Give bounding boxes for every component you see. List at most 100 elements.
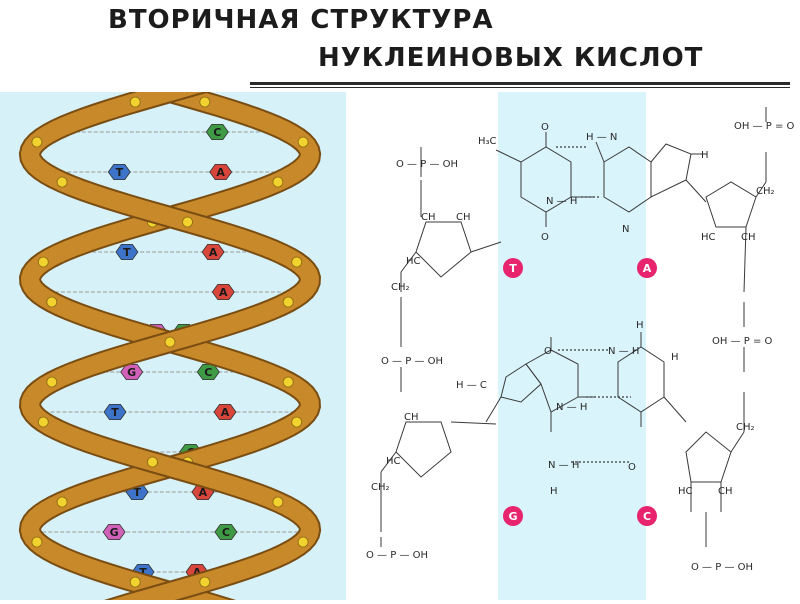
backbone-node [272, 176, 284, 188]
base-pair-structure-formula: O — P — OH O — P — OH O — P — OH OH — P … [346, 92, 800, 600]
backbone-node [282, 376, 294, 388]
sugar-ch2-left-2: CH₂ [371, 482, 390, 493]
base-letter: A [221, 406, 230, 419]
backbone-node [199, 576, 211, 588]
atom-n-adenine: N [622, 224, 629, 235]
atom-o-cytosine: O [628, 462, 636, 473]
backbone-node [272, 496, 284, 508]
backbone-node [282, 296, 294, 308]
backbone-node [297, 136, 309, 148]
atom-h-cytosine-top: H [636, 320, 644, 331]
title-line-1: ВТОРИЧНАЯ СТРУКТУРА [108, 5, 494, 35]
sugar-ch2-right-2: CH₂ [736, 422, 755, 433]
base-letter: C [213, 126, 221, 139]
backbone-node [46, 376, 58, 388]
base-hexagon [115, 243, 139, 261]
atom-nh2-guanine: N — H [548, 460, 579, 471]
backbone-node [147, 456, 158, 468]
sugar-ch-right-2: CH [718, 486, 733, 497]
phosphate-right-mid: OH — P = O [712, 336, 773, 347]
base-hexagon [214, 523, 238, 541]
base-letter: T [139, 566, 147, 579]
backbone-node [129, 576, 141, 588]
atom-o-guanine: O [544, 346, 552, 357]
backbone-node [56, 496, 68, 508]
structural-formula-svg: O — P — OH O — P — OH O — P — OH OH — P … [366, 92, 795, 600]
phosphate-right-bottom: O — P — OH [691, 562, 753, 573]
sugar-hc-right-1: HC [701, 232, 716, 243]
badge-c-circle [637, 506, 657, 526]
sugar-ch2-left-1: CH₂ [391, 282, 410, 293]
base-hexagon [120, 363, 144, 381]
backbone-node [37, 256, 49, 268]
sugar-hc-left-1: HC [406, 256, 421, 267]
base-hexagon [211, 283, 235, 301]
sugar-hc-left-2: HC [386, 456, 401, 467]
backbone-node [37, 416, 49, 428]
base-letter: A [199, 486, 208, 499]
sugar-ch-left-1b: CH [456, 212, 471, 223]
base-letter: T [123, 246, 131, 259]
base-hexagon [209, 164, 233, 180]
atom-h-c-guanine: H — C [456, 380, 487, 391]
atom-c-h-adenine: H [701, 150, 709, 161]
sugar-ch-right-1: CH [741, 232, 756, 243]
base-hexagon [102, 523, 126, 541]
base-letter: G [110, 526, 119, 539]
backbone-node [31, 136, 43, 148]
atom-h-n-cytosine: N — H [608, 346, 639, 357]
atom-n-h-thymine: N — H [546, 196, 577, 207]
badge-t: T [509, 262, 517, 275]
base-letter: C [204, 366, 212, 379]
atom-o-thymine-bottom: O [541, 232, 549, 243]
title-line-2: НУКЛЕИНОВЫХ КИСЛОТ [318, 43, 704, 73]
title-rule-thick [250, 82, 790, 85]
backbone-node [46, 296, 58, 308]
base-letter: T [116, 166, 124, 179]
base-letter: A [219, 286, 228, 299]
base-letter: A [209, 246, 218, 259]
backbone-node [199, 96, 211, 108]
base-hexagon [213, 403, 237, 421]
backbone-node [297, 536, 309, 548]
title-rule-thin [250, 87, 790, 88]
atom-h3c: H₃C [478, 136, 497, 147]
base-letter: G [127, 366, 136, 379]
backbone-strand [20, 73, 320, 604]
base-letter: T [133, 486, 141, 499]
sugar-ch-left-1: CH [421, 212, 436, 223]
badge-a-circle [637, 258, 657, 278]
base-letter: A [216, 166, 225, 179]
sugar-ch2-right-1: CH₂ [756, 186, 775, 197]
badge-g-circle [503, 506, 523, 526]
badge-g: G [508, 510, 517, 523]
atom-o-thymine-top: O [541, 122, 549, 133]
base-hexagon [107, 164, 131, 180]
base-hexagon [103, 403, 127, 421]
backbone-node [182, 216, 193, 228]
sugar-ch-left-2: CH [404, 412, 419, 423]
backbone-node [129, 96, 141, 108]
backbone-node [291, 416, 303, 428]
backbone-node [31, 536, 43, 548]
base-hexagon [201, 243, 225, 261]
badge-a: A [643, 262, 652, 275]
backbone-node [164, 336, 176, 348]
backbone-node [56, 176, 68, 188]
atom-h-cytosine-right: H [671, 352, 679, 363]
phosphate-left-top: O — P — OH [396, 159, 458, 170]
phosphate-right-top: OH — P = O [734, 121, 795, 132]
backbone-node [291, 256, 303, 268]
atom-h-n-adenine: H — N [586, 132, 617, 143]
sugar-hc-right-2: HC [678, 486, 693, 497]
phosphate-left-mid: O — P — OH [381, 356, 443, 367]
badge-t-circle [503, 258, 523, 278]
base-letter: A [193, 566, 202, 579]
atom-h-guanine-amino: H [550, 486, 558, 497]
base-hexagon [205, 124, 229, 140]
base-letter: C [222, 526, 230, 539]
base-letter: T [111, 406, 119, 419]
badge-c: C [643, 510, 651, 523]
